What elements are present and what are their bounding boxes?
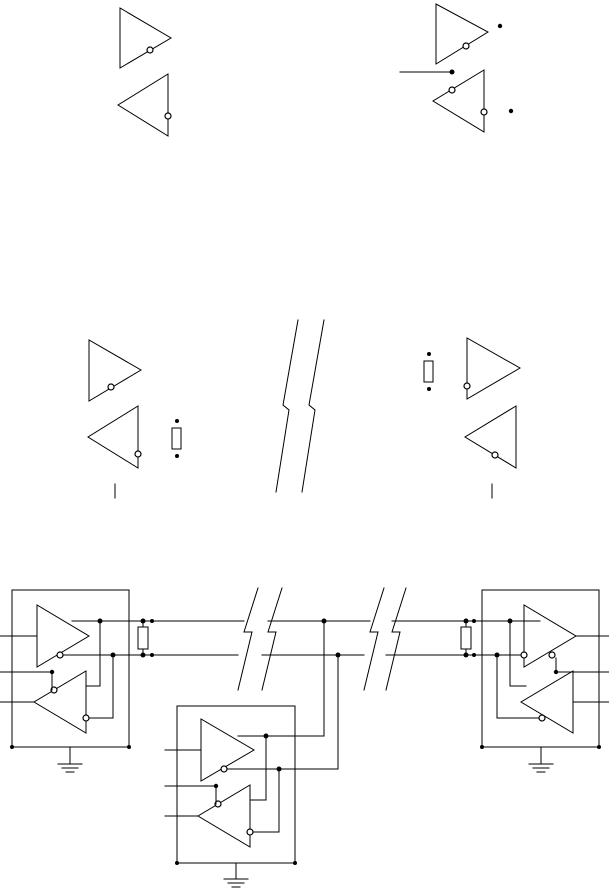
inversion-bubble-icon	[164, 112, 172, 120]
inversion-bubble-icon	[107, 383, 115, 391]
receiver-buffer-icon	[87, 405, 139, 469]
ground-icon	[57, 746, 83, 773]
receiver-buffer-icon	[432, 69, 485, 133]
cable-break-icon	[261, 587, 283, 691]
inversion-bubble-icon	[462, 42, 470, 50]
connection-dot	[449, 69, 455, 75]
inversion-bubble-icon	[463, 382, 471, 390]
node-box	[481, 589, 600, 748]
inversion-bubble-icon	[82, 714, 90, 722]
driver-buffer-icon	[36, 604, 90, 668]
driver-buffer-icon	[119, 7, 172, 69]
bus-node-right	[460, 589, 609, 773]
connection-dot	[508, 108, 514, 114]
inversion-bubble-icon	[520, 651, 528, 659]
termination-resistor-icon	[137, 618, 154, 658]
bus-node-middle	[164, 618, 341, 888]
driver-buffer-icon	[200, 718, 255, 782]
driver-buffer-icon	[523, 604, 577, 668]
receiver-buffer-icon	[464, 405, 517, 469]
cable-break-middle	[275, 319, 325, 493]
ground-icon	[223, 862, 249, 888]
node-box	[176, 705, 296, 864]
cable-break-icon	[237, 587, 259, 691]
inversion-bubble-icon	[56, 651, 64, 659]
cable-break-icon	[275, 319, 299, 493]
cable-break-bus-right	[363, 587, 407, 691]
inversion-bubble-icon	[538, 714, 546, 722]
termination-resistor-icon	[171, 419, 182, 458]
inversion-bubble-icon	[246, 828, 254, 836]
termination-resistor-icon	[423, 352, 434, 391]
transceiver-left-top	[117, 7, 172, 137]
bus-node-left	[0, 589, 154, 773]
inversion-bubble-icon	[220, 765, 228, 773]
termination-resistor-icon	[460, 618, 476, 658]
cable-break-icon	[301, 319, 325, 493]
cable-break-icon	[385, 587, 407, 691]
cable-break-icon	[363, 587, 385, 691]
connection-dot	[497, 23, 503, 29]
receiver-buffer-icon	[197, 784, 251, 848]
inversion-bubble-icon	[146, 46, 154, 54]
inversion-bubble-icon	[491, 451, 499, 459]
inversion-bubble-icon	[134, 450, 142, 458]
receiver-buffer-icon	[117, 73, 169, 137]
receiver-buffer-icon	[520, 670, 574, 734]
transceiver-right-top	[399, 3, 514, 133]
driver-buffer-icon	[88, 339, 142, 402]
inversion-bubble-icon	[548, 651, 556, 659]
transceiver-left-middle	[87, 339, 182, 499]
ground-icon	[528, 746, 554, 773]
driver-buffer-icon	[466, 337, 522, 400]
inversion-bubble-icon	[480, 108, 488, 116]
inversion-bubble-icon	[448, 86, 456, 94]
receiver-buffer-icon	[33, 670, 87, 734]
driver-buffer-icon	[435, 3, 490, 65]
transceiver-right-middle	[423, 337, 522, 499]
cable-break-bus-left	[237, 587, 283, 691]
